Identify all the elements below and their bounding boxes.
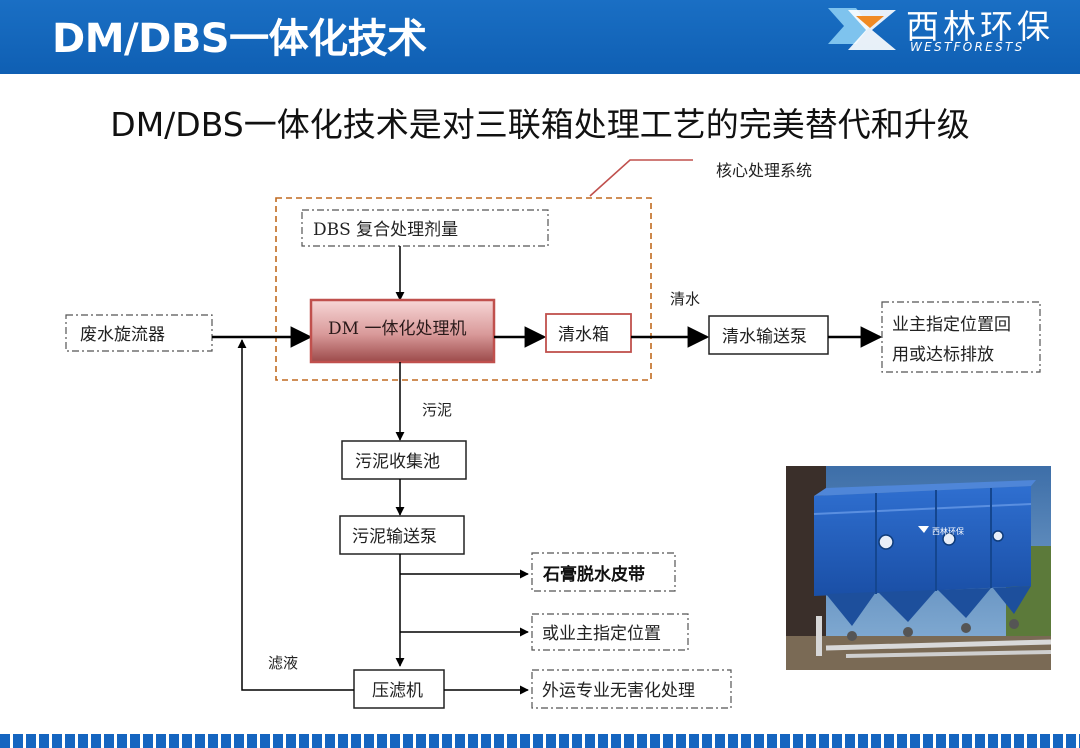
equipment-illustration: 西林环保 (786, 466, 1051, 670)
equipment-photo: 西林环保 (786, 466, 1051, 670)
wastewater-cyclone-label: 废水旋流器 (80, 325, 165, 345)
owner-reuse-box (881, 301, 1041, 373)
clear-pump-box (708, 315, 829, 355)
header-bar: DM/DBS一体化技术 西林环保 WESTFORESTS (0, 0, 1080, 74)
owner-reuse-label-line2: 用或达标排放 (892, 345, 994, 365)
logo-name-en: WESTFORESTS (910, 40, 1025, 54)
external-disposal-box (531, 669, 732, 709)
external-disposal-label: 外运专业无害化处理 (542, 681, 695, 701)
sludge-pool-box (341, 440, 467, 480)
dbs-reagent-box (301, 209, 549, 247)
sludge-edge-label: 污泥 (422, 401, 452, 419)
sludge-pump-box (339, 515, 465, 555)
core-label-leader (589, 159, 693, 197)
page-title: DM/DBS一体化技术 (52, 16, 427, 62)
footer-stripe (0, 734, 1080, 748)
gypsum-belt-box (531, 552, 676, 592)
subtitle: DM/DBS一体化技术是对三联箱处理工艺的完美替代和升级 (110, 105, 970, 144)
logo-name-cn: 西林环保 (906, 7, 1054, 46)
owner-reuse-label-line1: 业主指定位置回 (892, 315, 1011, 335)
clear-tank-box (545, 313, 632, 353)
sludge-pump-label: 污泥输送泵 (352, 527, 437, 547)
gypsum-belt-label: 石膏脱水皮带 (542, 564, 645, 585)
core-system-label: 核心处理系统 (716, 161, 812, 180)
wastewater-cyclone-box (65, 314, 213, 352)
clear-water-edge-label: 清水 (670, 290, 700, 308)
dm-machine-label: DM 一体化处理机 (328, 319, 466, 339)
core-system-frame (275, 197, 652, 381)
dm-machine-box (309, 298, 496, 364)
westforests-logo-icon (828, 8, 896, 50)
clear-tank-label: 清水箱 (558, 325, 609, 345)
filter-press-label: 压滤机 (372, 681, 423, 701)
clear-pump-label: 清水输送泵 (722, 327, 807, 347)
sludge-pool-label: 污泥收集池 (355, 452, 440, 472)
filtrate-return-line (237, 339, 354, 691)
owner-location-label: 或业主指定位置 (542, 624, 661, 644)
dbs-reagent-label: DBS 复合处理剂量 (313, 220, 458, 240)
owner-location-box (531, 613, 689, 651)
equipment-badge-label: 西林环保 (932, 526, 964, 536)
filtrate-edge-label: 滤液 (268, 654, 298, 672)
filter-press-box (353, 669, 445, 709)
